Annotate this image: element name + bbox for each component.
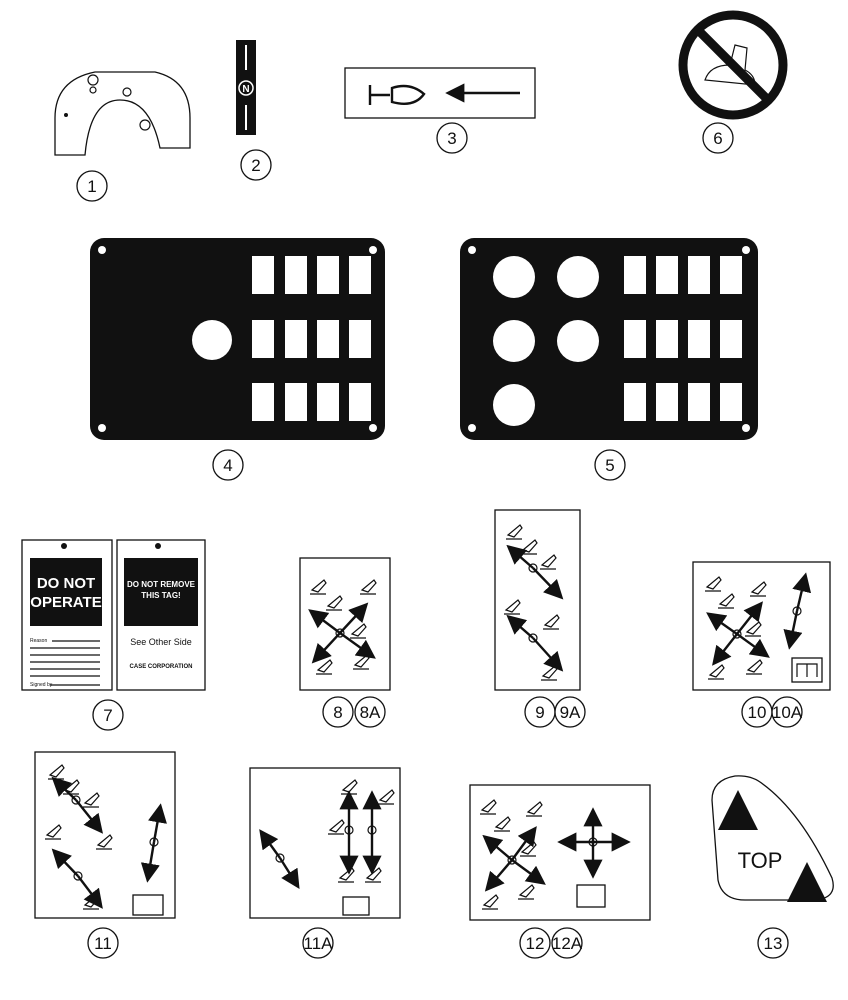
decal-11a-control-pattern	[249, 767, 401, 919]
svg-text:9A: 9A	[560, 703, 581, 722]
horn-icon	[368, 84, 426, 105]
callout-12: 12	[519, 927, 551, 959]
svg-text:7: 7	[103, 706, 112, 725]
decal-9-control-pattern	[494, 509, 581, 691]
svg-text:DO NOT REMOVE: DO NOT REMOVE	[127, 580, 196, 589]
callout-12a: 12A	[551, 927, 583, 959]
manual-book-icon	[132, 894, 164, 916]
callout-10a: 10A	[771, 696, 803, 728]
switch-panel-5	[460, 238, 758, 440]
callout-6: 6	[702, 122, 734, 154]
callout-8: 8	[322, 696, 354, 728]
svg-text:2: 2	[251, 156, 260, 175]
ignition-icon	[87, 74, 99, 86]
manual-book-icon	[342, 896, 370, 916]
callout-4: 4	[212, 449, 244, 481]
svg-text:1: 1	[87, 177, 96, 196]
manual-book-icon	[576, 884, 606, 908]
callout-5: 5	[594, 449, 626, 481]
svg-text:DO NOT: DO NOT	[37, 575, 95, 592]
svg-text:Reason: Reason	[30, 638, 47, 644]
callout-2: 2	[240, 149, 272, 181]
svg-text:4: 4	[223, 456, 232, 475]
callout-9a: 9A	[554, 696, 586, 728]
callout-13: 13	[757, 927, 789, 959]
svg-text:10A: 10A	[772, 703, 803, 722]
callout-11: 11	[87, 927, 119, 959]
decal-10-control-pattern	[692, 561, 831, 691]
callout-3: 3	[436, 122, 468, 154]
decal-1-throttle-arc	[54, 71, 191, 156]
decal-2-neutral-strip: N	[236, 40, 256, 135]
callout-7: 7	[92, 699, 124, 731]
svg-text:8: 8	[333, 703, 342, 722]
switch-panel-4	[90, 238, 385, 440]
callout-8a: 8A	[354, 696, 386, 728]
callout-9: 9	[524, 696, 556, 728]
svg-text:OPERATE: OPERATE	[30, 594, 101, 611]
svg-text:THIS TAG!: THIS TAG!	[141, 591, 180, 600]
svg-text:12: 12	[526, 934, 545, 953]
decal-6-no-step	[678, 10, 788, 120]
decal-13-top: TOP	[711, 775, 834, 902]
svg-text:12A: 12A	[552, 934, 583, 953]
svg-text:N: N	[242, 84, 249, 95]
svg-text:Signed by: Signed by	[30, 682, 53, 688]
svg-text:13: 13	[764, 934, 783, 953]
svg-text:10: 10	[748, 703, 767, 722]
callout-1: 1	[76, 170, 108, 202]
svg-text:11A: 11A	[304, 934, 334, 953]
svg-text:8A: 8A	[360, 703, 381, 722]
decal-11-control-pattern	[34, 751, 176, 919]
svg-text:6: 6	[713, 129, 722, 148]
tag-do-not-remove: DO NOT REMOVE THIS TAG! See Other Side C…	[116, 539, 206, 691]
decal-12-control-pattern	[469, 784, 651, 921]
tag-do-not-operate: DO NOT OPERATE Reason Signed by	[21, 539, 113, 691]
decal-8-control-pattern	[299, 557, 391, 691]
svg-text:9: 9	[535, 703, 544, 722]
svg-text:CASE CORPORATION: CASE CORPORATION	[130, 664, 193, 670]
decal-3-horn	[344, 67, 536, 119]
callout-10: 10	[741, 696, 773, 728]
svg-text:5: 5	[605, 456, 614, 475]
svg-text:3: 3	[447, 129, 456, 148]
svg-text:TOP: TOP	[738, 848, 783, 873]
callout-11a: 11A	[302, 927, 334, 959]
svg-text:See Other Side: See Other Side	[130, 637, 192, 647]
svg-text:11: 11	[94, 934, 112, 953]
